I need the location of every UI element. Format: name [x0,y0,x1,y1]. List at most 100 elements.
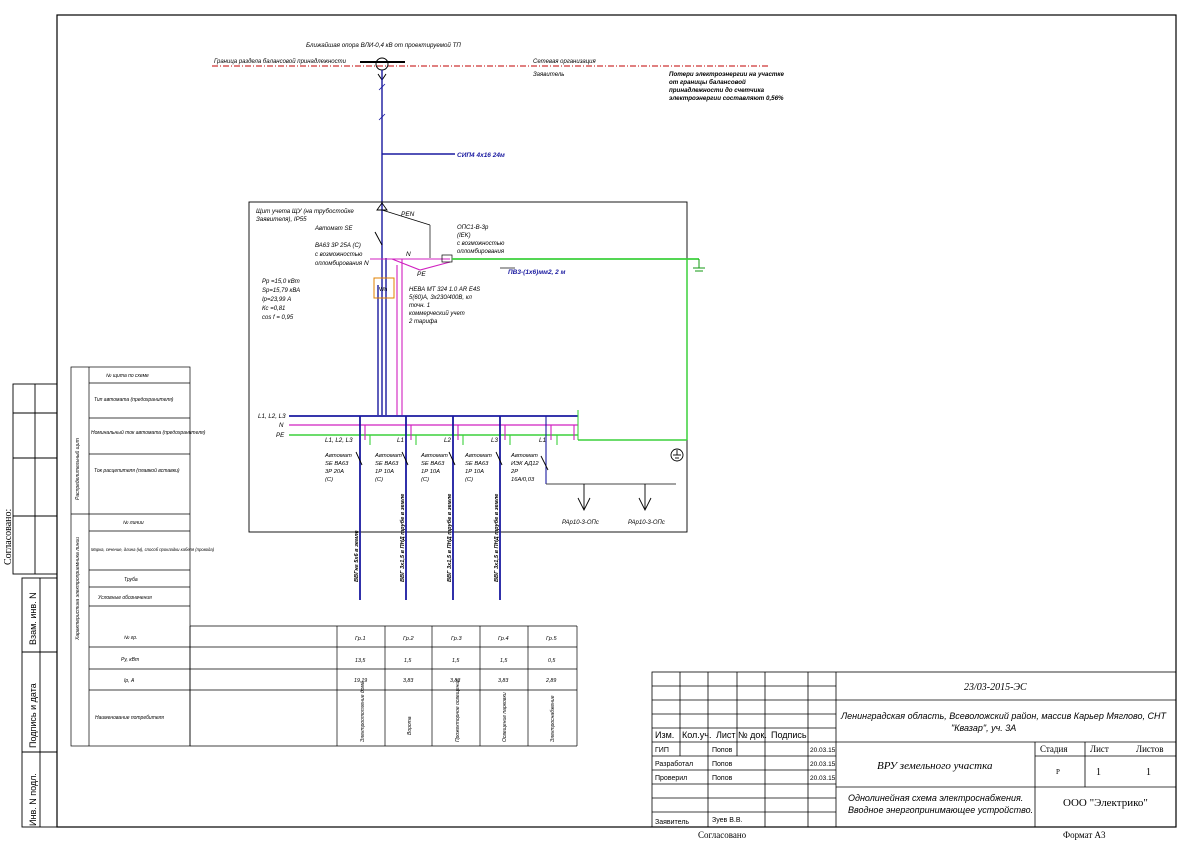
panel-title: Щит учета ЩУ (на трубостойке Заявителя),… [256,208,354,223]
main-breaker-contact [374,231,383,246]
svg-text:Изм.: Изм. [655,730,674,740]
network-label: Сетевая организация [533,59,597,65]
svg-text:"Квазар", уч. 3А: "Квазар", уч. 3А [951,723,1016,733]
svg-text:16А/0,03: 16А/0,03 [511,477,535,483]
svg-text:2Р: 2Р [510,469,518,475]
title-block [651,671,1177,828]
svg-text:Лист: Лист [716,730,736,740]
svg-text:Кс =0,81: Кс =0,81 [262,306,285,312]
svg-text:1,5: 1,5 [500,658,507,664]
meter-tag: Wh [379,287,387,293]
svg-text:Попов: Попов [712,775,733,782]
svg-text:13,5: 13,5 [355,658,365,664]
sheets-header: Листов [1136,744,1163,754]
project-code: 23/03-2015-ЭС [964,682,1027,693]
losses-note: Потери электроэнергии на участке от гран… [669,71,785,102]
row-line-no: № линии [123,520,144,526]
svg-text:(С): (С) [465,477,473,483]
svg-text:ВВГ 3х1,5 в ПНД трубе в земле: ВВГ 3х1,5 в ПНД трубе в земле [493,494,500,582]
applicant-label: Заявитель [533,72,564,78]
svg-text:опломбирования: опломбирования [457,249,505,255]
svg-text:1Р 10А: 1Р 10А [465,469,484,475]
svg-text:2,89: 2,89 [545,678,556,684]
svg-text:Автомат: Автомат [420,453,448,459]
svg-text:с возможностью: с возможностью [457,241,505,247]
svg-text:от границы балансовой: от границы балансовой [669,79,746,86]
svg-text:Автомат SE: Автомат SE [314,226,353,232]
svg-text:L1: L1 [539,437,546,444]
meter-label: НЕВА МТ 324 1.0 AR E4S 5(60)А, 3х230/400… [408,287,480,325]
svg-text:с возможностью: с возможностью [315,252,363,258]
group-current: 19,19 3,83 3,83 3,83 2,89 [354,678,556,684]
svg-text:Электроснабжение: Электроснабжение [550,695,556,742]
svg-text:Прожекторное освещение: Прожекторное освещение [455,679,461,742]
row-nominal-current: Номинальный ток автомата (предохранителя… [91,429,206,436]
svg-text:Кол.уч.: Кол.уч. [682,730,712,740]
svg-text:ВВГнг 5х6 в земле: ВВГнг 5х6 в земле [354,530,360,582]
svg-text:1,5: 1,5 [452,658,459,664]
drawing-frame [56,14,1177,828]
sheet-header: Лист [1090,744,1109,754]
company-name: ООО "Электрико" [1063,797,1148,809]
svg-text:Автомат: Автомат [510,453,538,459]
design-params: Рр =15,0 кВт Sр=15,79 кВА Iр=23,99 А Кс … [262,279,300,321]
stamp-names: Попов Попов Попов Зуев В.В. [712,747,742,824]
side-inv-vzam: Взам. инв. N [28,592,38,645]
svg-text:Щит учета ЩУ (на трубостойке: Щит учета ЩУ (на трубостойке [256,208,354,215]
agreed-label: Согласовано [698,830,747,840]
svg-text:№ док.: № док. [738,730,767,740]
svg-text:Электроотопление дома: Электроотопление дома [360,681,366,742]
svg-text:SE ВА63: SE ВА63 [375,461,399,467]
bus-pe-label: PE [276,432,285,439]
sheet-value: 1 [1096,767,1101,778]
side-agreed: Согласовано: [3,509,14,565]
svg-text:Проверил: Проверил [655,775,687,782]
svg-text:Iр=23,99 А: Iр=23,99 А [262,297,291,303]
group-numbers: Гр.1 Гр.2 Гр.3 Гр.4 Гр.5 [355,636,557,642]
svg-text:SE ВА63: SE ВА63 [325,461,349,467]
group-power: 13,5 1,5 1,5 1,5 0,5 [355,658,555,664]
sheets-value: 1 [1146,767,1151,778]
side-sign-date: Подпись и дата [28,683,38,748]
svg-text:Автомат: Автомат [374,453,402,459]
object-name: ВРУ земельного участка [877,760,993,772]
svg-text:cos f = 0,95: cos f = 0,95 [262,315,294,321]
svg-text:0,5: 0,5 [548,658,555,664]
svg-text:1Р 10А: 1Р 10А [375,469,394,475]
svg-text:Гр.5: Гр.5 [546,636,557,642]
svg-text:Заявителя), IP55: Заявителя), IP55 [256,216,307,223]
svg-text:3,83: 3,83 [450,678,460,684]
svg-text:Гр.1: Гр.1 [355,636,366,642]
svg-text:ВВГ 3х1,5 в ПНД трубе в земле: ВВГ 3х1,5 в ПНД трубе в земле [399,494,406,582]
svg-text:принадлежности до счетчика: принадлежности до счетчика [669,87,765,94]
phase-labels: L1, L2, L3 L1 L2 L3 L1 [325,437,546,444]
cable-labels: ВВГнг 5х6 в земле ВВГ 3х1,5 в ПНД трубе … [354,494,500,582]
svg-text:Заявитель: Заявитель [655,819,689,826]
svg-text:5(60)А, 3х230/400В, кл: 5(60)А, 3х230/400В, кл [409,295,473,301]
svg-text:Вводное энергопринимающее устр: Вводное энергопринимающее устройство. [848,805,1033,815]
main-breaker-label: Автомат SE ВА63 3Р 25А (С) с возможность… [314,226,363,267]
feeder-line [377,70,455,415]
svg-text:Sр=15,79 кВА: Sр=15,79 кВА [262,288,300,294]
svg-text:(С): (С) [325,477,333,483]
svg-text:20.03.15: 20.03.15 [810,747,836,754]
row-pipe: Труба [124,577,138,583]
stamp-dates: 20.03.15 20.03.15 20.03.15 [810,747,836,782]
svg-text:20.03.15: 20.03.15 [810,761,836,768]
n-label: N [406,251,411,258]
bus-l-label: L1, L2, L3 [258,413,286,420]
svg-text:Попов: Попов [712,747,733,754]
svg-text:Подпись: Подпись [771,730,807,740]
svg-text:2 тарифа: 2 тарифа [408,319,438,325]
svg-text:L2: L2 [444,437,451,444]
drawing-title: Однолинейная схема электроснабжения. Вво… [848,793,1033,815]
surge-arrester-label: ОПС1-В-3р (IEK) с возможностью опломбиро… [457,225,505,255]
svg-text:ВВГ 3х1,5 в ПНД трубе в земле: ВВГ 3х1,5 в ПНД трубе в земле [446,494,453,582]
svg-text:1,5: 1,5 [404,658,411,664]
row-current: Iр, А [124,678,135,684]
n-pe-wiring [370,258,451,415]
svg-text:ОПС1-В-3р: ОПС1-В-3р [457,225,489,231]
svg-text:Рр =15,0 кВт: Рр =15,0 кВт [262,279,300,285]
